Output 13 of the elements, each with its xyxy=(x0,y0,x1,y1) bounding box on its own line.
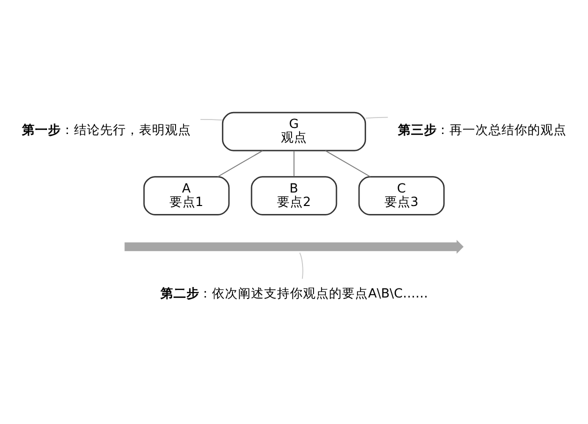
connector xyxy=(200,118,223,121)
node-box: G 观点 xyxy=(222,112,366,152)
connector xyxy=(217,150,264,178)
node-box: C 要点3 xyxy=(358,176,445,216)
connector xyxy=(324,150,371,178)
node-text: 第一步：结论先行，表明观点 xyxy=(22,122,191,138)
connector xyxy=(365,116,388,119)
node-text: 第二步：依次阐述支持你观点的要点A\B\C…… xyxy=(160,286,428,301)
node-box: B 要点2 xyxy=(250,176,338,216)
connector xyxy=(299,252,304,280)
node-text: 第三步：再一次总结你的观点 xyxy=(398,122,567,138)
node-box: A 要点1 xyxy=(143,176,230,216)
node-arrow xyxy=(124,240,464,254)
